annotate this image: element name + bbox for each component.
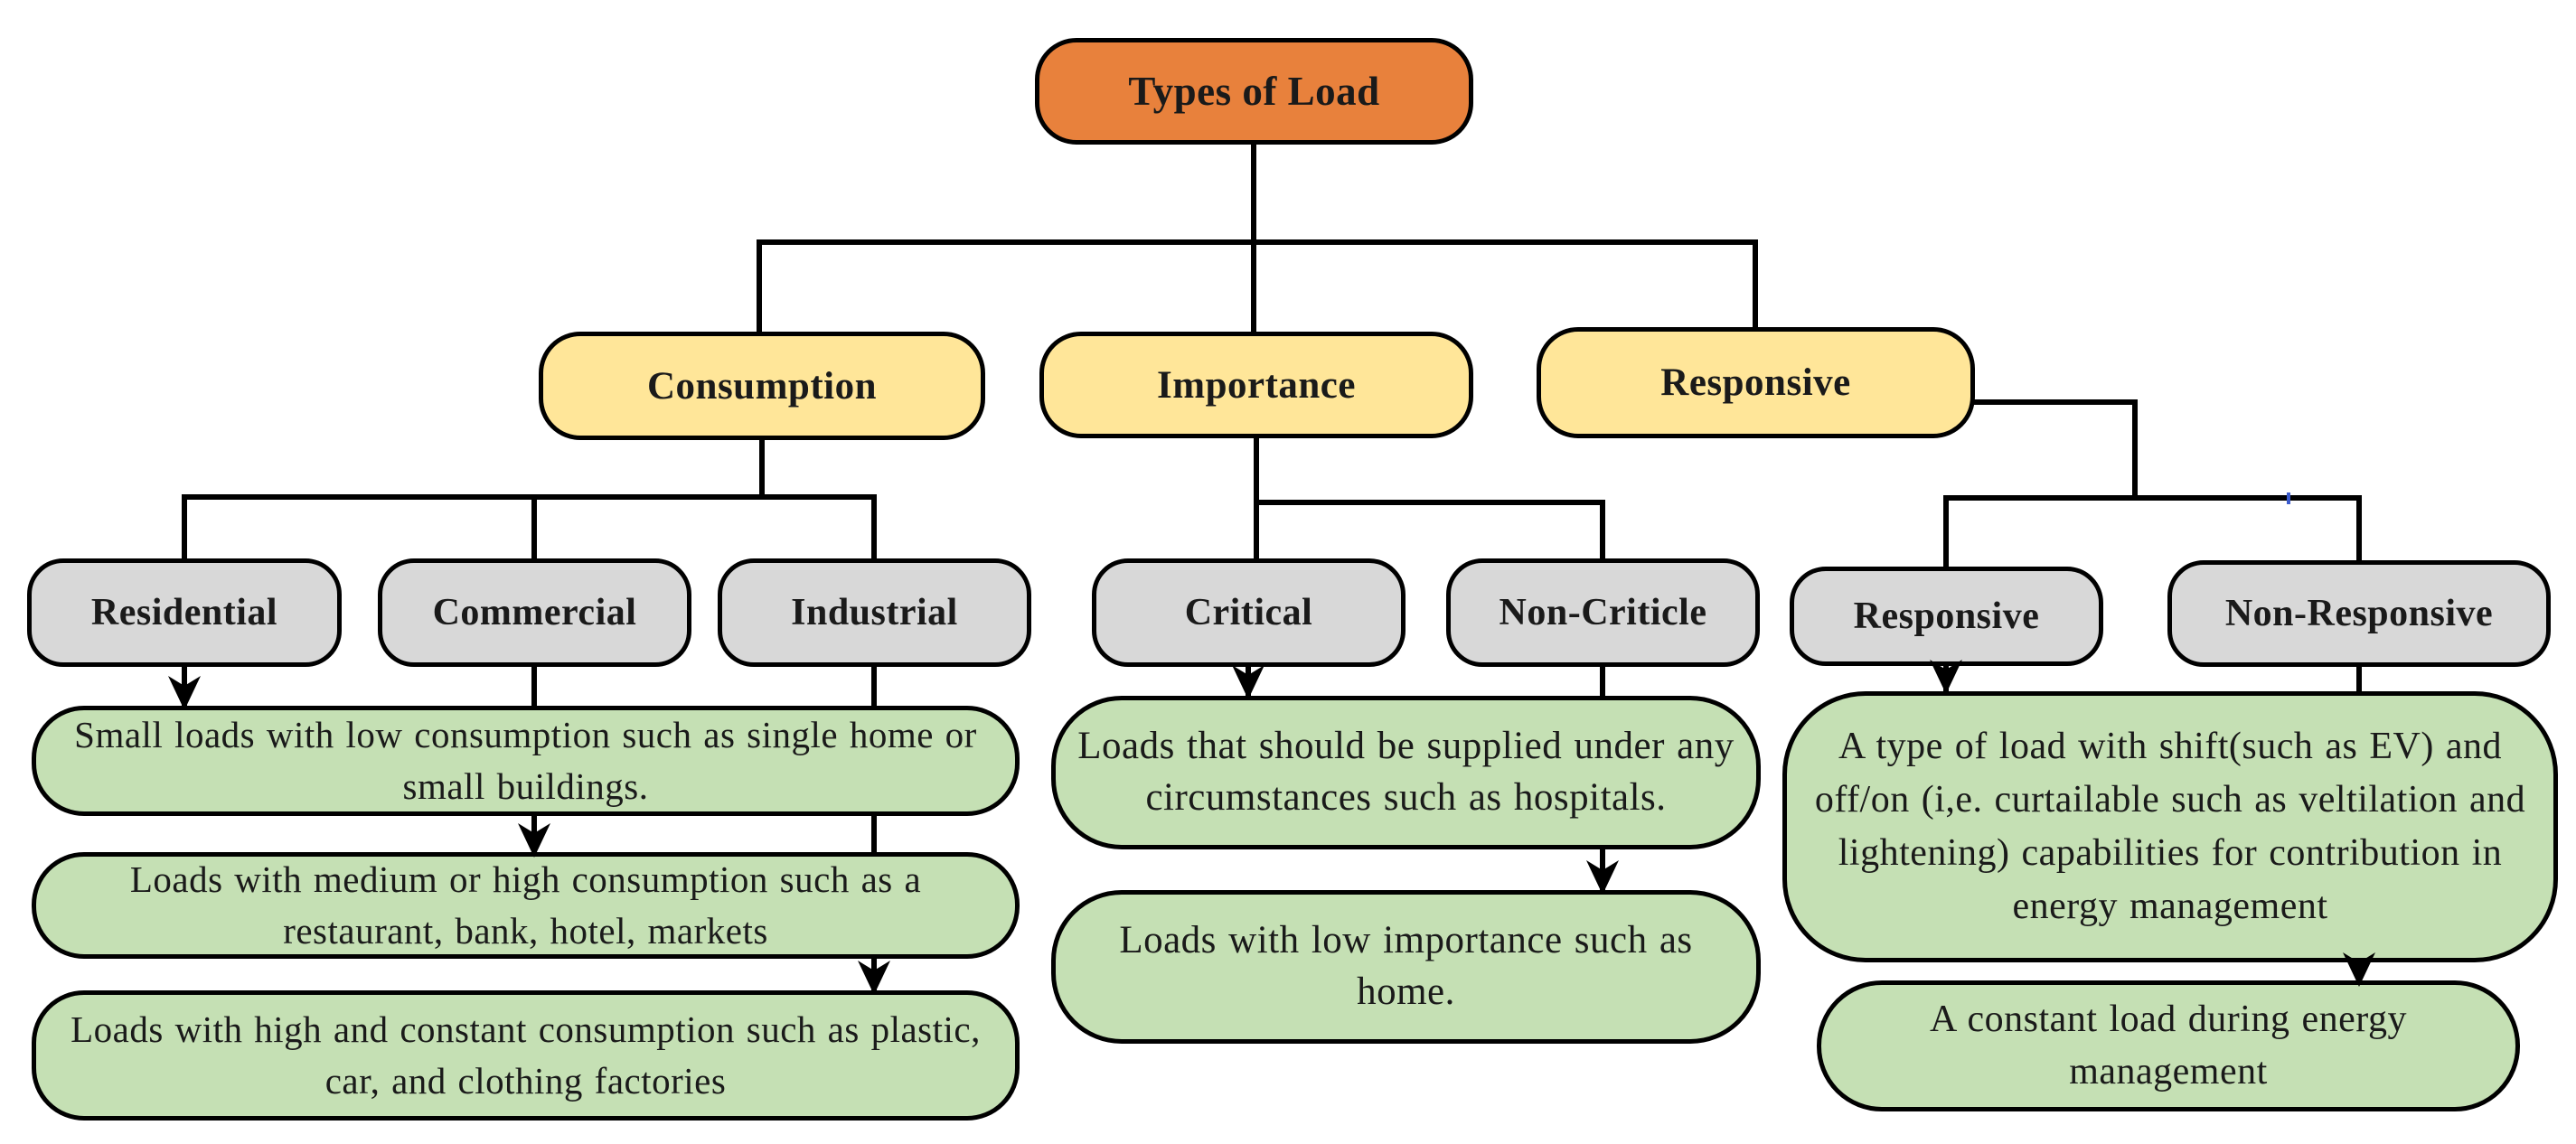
desc-residential: Small loads with low consumption such as…	[32, 706, 1020, 816]
node-commercial: Commercial	[378, 558, 691, 667]
desc-non-criticle: Loads with low importance such as home.	[1051, 890, 1761, 1044]
node-industrial: Industrial	[718, 558, 1031, 667]
desc-industrial: Loads with high and constant consumption…	[32, 990, 1020, 1121]
node-consumption: Consumption	[539, 332, 985, 440]
node-critical: Critical	[1092, 558, 1406, 667]
desc-commercial: Loads with medium or high consumption su…	[32, 852, 1020, 959]
desc-critical: Loads that should be supplied under any …	[1051, 696, 1761, 849]
node-non-criticle: Non-Criticle	[1446, 558, 1760, 667]
desc-responsive-child: A type of load with shift(such as EV) an…	[1782, 691, 2558, 962]
node-types-of-load: Types of Load	[1035, 38, 1473, 145]
node-residential: Residential	[27, 558, 342, 667]
node-responsive-parent: Responsive	[1537, 327, 1975, 438]
node-responsive-child: Responsive	[1790, 567, 2103, 666]
node-importance: Importance	[1039, 332, 1473, 438]
desc-non-responsive: A constant load during energy management	[1817, 980, 2520, 1111]
node-non-responsive: Non-Responsive	[2167, 560, 2551, 667]
